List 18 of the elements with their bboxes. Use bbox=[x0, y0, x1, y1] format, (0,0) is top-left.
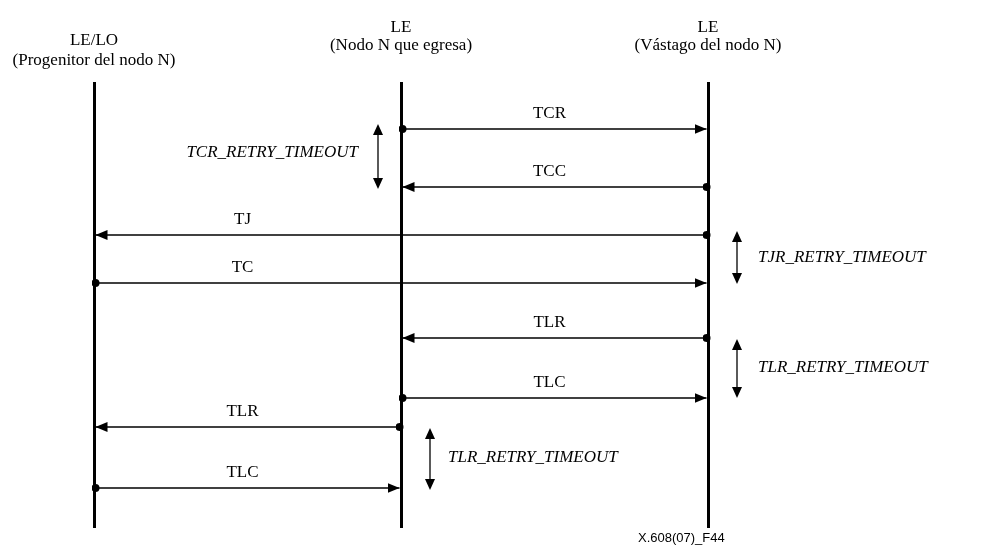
timeout-label: TLR_RETRY_TIMEOUT bbox=[758, 357, 928, 377]
timeout-label: TLR_RETRY_TIMEOUT bbox=[448, 447, 618, 467]
message-arrow bbox=[398, 393, 708, 403]
timeout-label: TJR_RETRY_TIMEOUT bbox=[758, 247, 926, 267]
message-arrow bbox=[91, 278, 708, 288]
message-arrow bbox=[91, 483, 401, 493]
participant-role: (Nodo N que egresa) bbox=[329, 35, 473, 55]
message-arrow bbox=[398, 124, 708, 134]
participant-name: LE bbox=[697, 17, 719, 37]
participant-role: (Progenitor del nodo N) bbox=[12, 50, 176, 70]
lifeline-bar bbox=[706, 82, 710, 528]
participant-name: LE bbox=[390, 17, 412, 37]
figure-id: X.608(07)_F44 bbox=[638, 529, 725, 547]
timeout-label: TCR_RETRY_TIMEOUT bbox=[186, 142, 358, 162]
participant-name: LE/LO bbox=[69, 30, 119, 50]
lifeline-bar bbox=[399, 82, 403, 528]
participant-role: (Vástago del nodo N) bbox=[634, 35, 782, 55]
lifeline-bar bbox=[92, 82, 96, 528]
